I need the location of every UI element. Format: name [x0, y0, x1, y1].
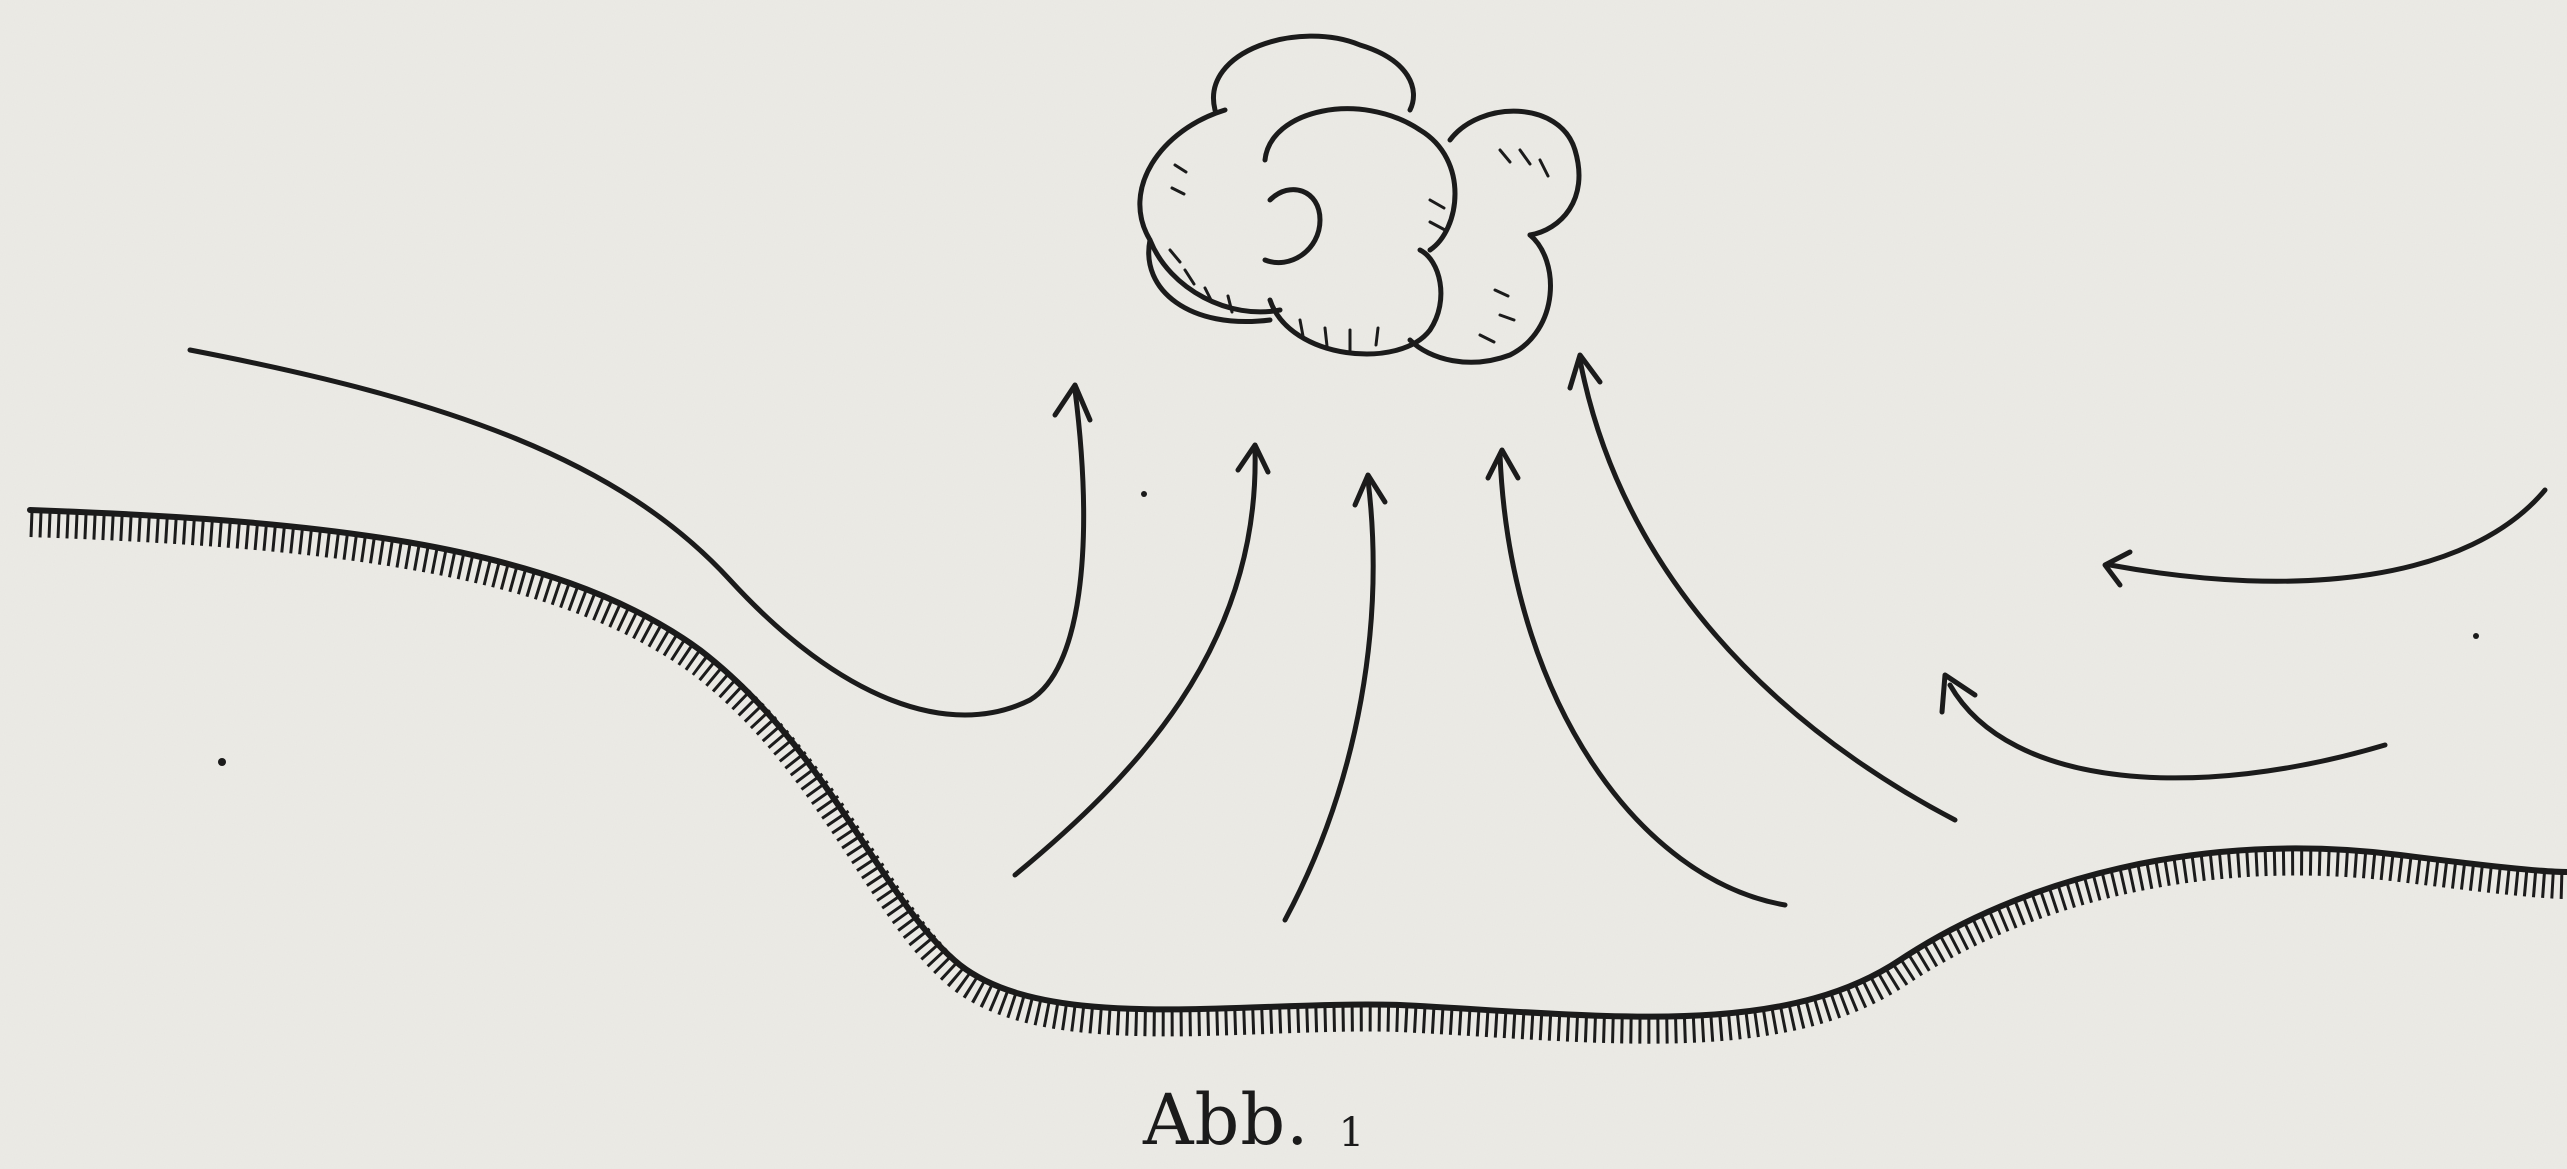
- figure-caption: Abb. 1: [1143, 1085, 1365, 1155]
- caption-number: 1: [1339, 1110, 1365, 1156]
- caption-label: Abb.: [1143, 1079, 1309, 1161]
